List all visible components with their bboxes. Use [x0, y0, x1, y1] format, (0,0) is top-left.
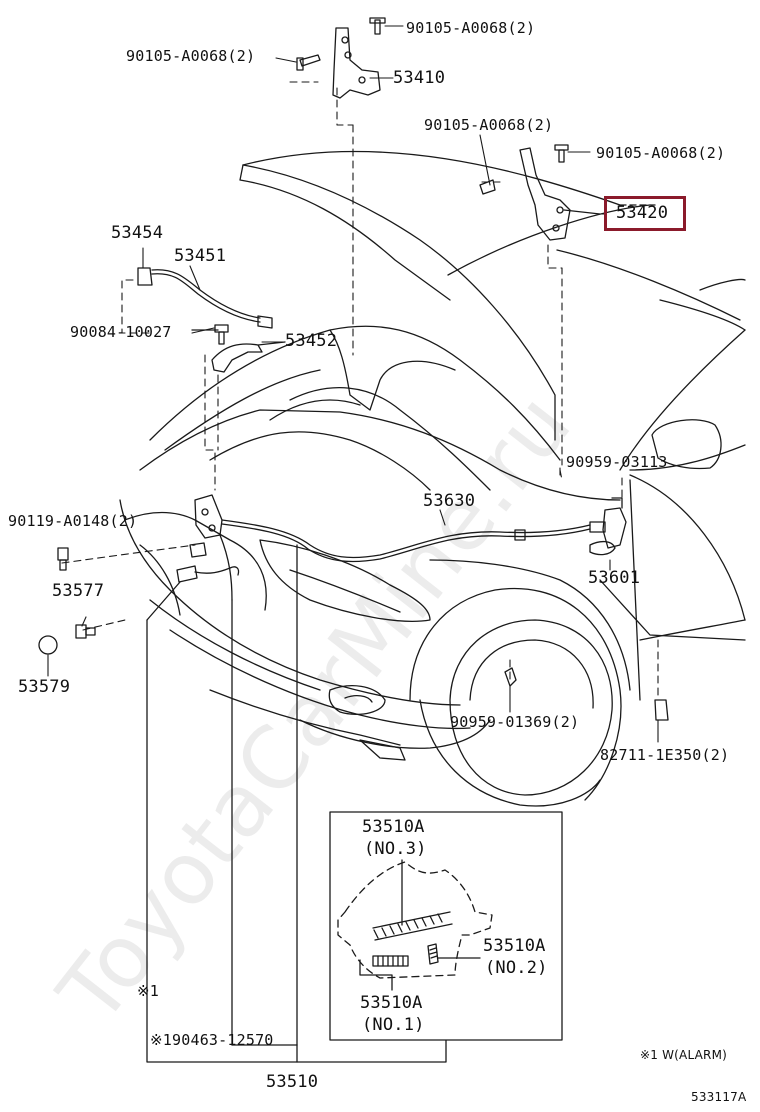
label-spring-no3-sub: (NO.3): [364, 839, 427, 859]
label-part-53579: 53579: [18, 677, 71, 697]
label-spring-no1-sub: (NO.1): [362, 1015, 425, 1035]
label-release-lever: 53601: [588, 568, 641, 588]
release-cable-drawing: [221, 519, 606, 563]
small-parts-drawing: [38, 547, 669, 721]
label-clip-90959-a: 90959-03113: [566, 453, 668, 471]
diagram-code: 533117A: [691, 1090, 747, 1104]
label-bolt-top-right: 90105-A0068(2): [406, 19, 536, 37]
label-spring-no2-number: 53510A: [483, 936, 546, 956]
leader-dashes: [61, 81, 659, 701]
support-rod-drawing: [137, 267, 273, 329]
label-spring-no2-sub: (NO.2): [485, 958, 548, 978]
label-hinge-rh: 53420: [616, 203, 669, 223]
label-screw-90084: 90084-10027: [70, 323, 172, 341]
rod-holder-drawing: [191, 324, 286, 373]
label-switch-part: ※190463-12570: [150, 1031, 274, 1049]
hood-lock-drawing: [146, 494, 447, 1063]
label-cushion: 53454: [111, 223, 164, 243]
label-bolt-top-left: 90105-A0068(2): [126, 47, 256, 65]
release-lever-drawing: [589, 497, 627, 556]
label-part-53577: 53577: [52, 581, 105, 601]
label-bolt-rh-upper: 90105-A0068(2): [424, 116, 554, 134]
label-hinge-lh: 53410: [393, 68, 446, 88]
highlight-box: [604, 196, 686, 231]
label-clamp-82711: 82711-1E350(2): [600, 746, 730, 764]
label-bolt-rh-right: 90105-A0068(2): [596, 144, 726, 162]
label-support-rod: 53451: [174, 246, 227, 266]
hinge-lh-drawing: [296, 17, 386, 99]
label-clip-90959-b: 90959-01369(2): [450, 713, 580, 731]
car-body: [119, 249, 746, 807]
hinge-rh-drawing: [479, 144, 601, 241]
inset-spring-box: [329, 811, 563, 1041]
label-bolt-90119: 90119-A0148(2): [8, 512, 138, 530]
label-release-cable: 53630: [423, 491, 476, 511]
label-leaders: [47, 25, 659, 743]
label-note-mark: ※1: [137, 982, 159, 1000]
hood-panel: [239, 150, 656, 441]
label-hood-lock: 53510: [266, 1072, 319, 1092]
label-rod-holder: 53452: [285, 331, 338, 351]
footnote: ※1 W(ALARM): [640, 1048, 728, 1062]
label-spring-no3-number: 53510A: [362, 817, 425, 837]
label-spring-no1-number: 53510A: [360, 993, 423, 1013]
